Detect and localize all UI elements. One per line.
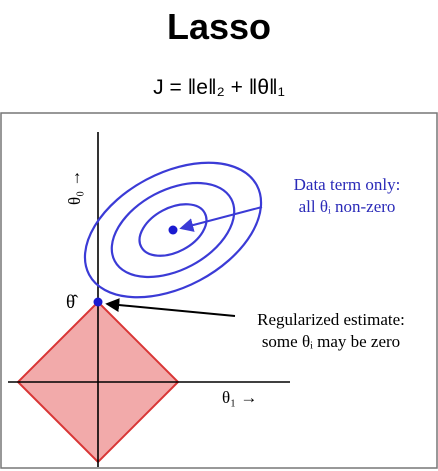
- contour-inner: [138, 203, 208, 257]
- regularized-arrow: [105, 298, 236, 317]
- lasso-figure: θ₀ → θ₁ → θ̂ Data term only: all θᵢ non-…: [0, 112, 438, 469]
- contour-middle: [110, 181, 236, 279]
- regularized-label-line1: Regularized estimate:: [257, 310, 405, 329]
- lasso-diagram-svg: θ₀ → θ₁ → θ̂ Data term only: all θᵢ non-…: [0, 112, 438, 469]
- data-term-label-line2: all θᵢ non-zero: [299, 197, 396, 216]
- theta-hat-label: θ̂: [66, 292, 78, 313]
- regularized-label-line2: some θᵢ may be zero: [262, 332, 400, 351]
- theta0-axis-label: θ₀ →: [65, 170, 84, 205]
- lasso-formula: J = ‖e‖₂ + ‖θ‖₁: [153, 76, 285, 99]
- contour-outer: [83, 161, 263, 299]
- slide-title: Lasso: [166, 6, 272, 47]
- theta1-axis-label: θ₁ →: [222, 388, 257, 407]
- data-term-point: [168, 225, 178, 235]
- data-term-label-line1: Data term only:: [294, 175, 401, 194]
- regularized-estimate-point: [93, 297, 103, 307]
- data-term-arrow: [179, 206, 263, 232]
